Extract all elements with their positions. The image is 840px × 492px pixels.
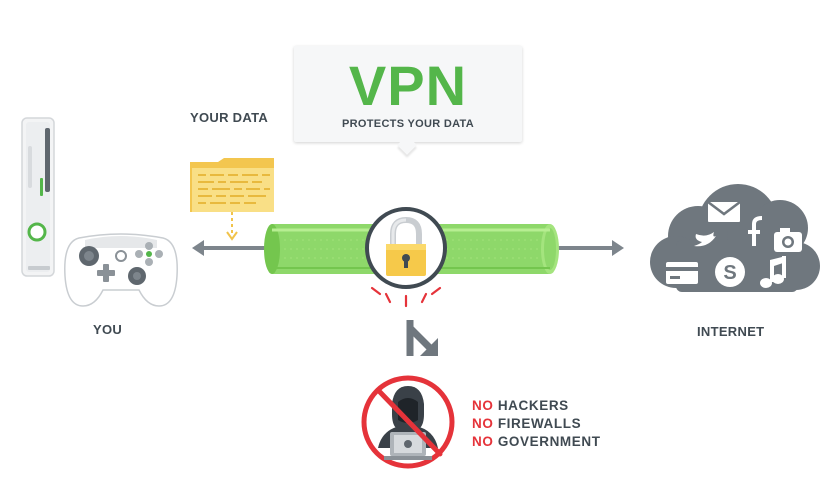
threat-prefix: NO [472,434,494,449]
you-label: YOU [93,322,123,337]
music-icon [760,256,786,288]
arrow-down-bent [406,320,438,356]
threat-list: NO HACKERS NO FIREWALLS NO GOVERNMENT [472,397,601,451]
facebook-icon [748,216,763,246]
vpn-callout: VPN PROTECTS YOUR DATA [294,46,522,142]
vpn-title: VPN [348,54,468,117]
threat-text: HACKERS [497,398,569,413]
arrow-to-internet [552,240,624,256]
threat-text: FIREWALLS [497,416,582,431]
threat-prefix: NO [472,416,494,431]
threat-government: NO GOVERNMENT [472,433,601,451]
hacker-icon [361,375,455,469]
skype-icon: S [715,257,745,287]
arrow-to-you [192,240,272,256]
svg-text:S: S [723,262,736,284]
folder-icon [190,158,274,212]
camera-icon [774,228,802,252]
internet-label: INTERNET [697,324,765,339]
twitter-icon [694,232,716,247]
cloud-icon: S [650,184,820,292]
threat-hackers: NO HACKERS [472,397,601,415]
gamepad-icon [64,233,178,307]
your-data-label: YOUR DATA [190,110,269,125]
threat-prefix: NO [472,398,494,413]
lock-alert-rays [370,286,442,308]
threat-text: GOVERNMENT [497,434,601,449]
console-icon [21,117,55,277]
threat-firewalls: NO FIREWALLS [472,415,601,433]
vpn-subtitle: PROTECTS YOUR DATA [342,118,474,130]
data-drop-arrow [226,212,238,241]
credit-card-icon [666,262,698,284]
padlock-icon [365,207,447,289]
